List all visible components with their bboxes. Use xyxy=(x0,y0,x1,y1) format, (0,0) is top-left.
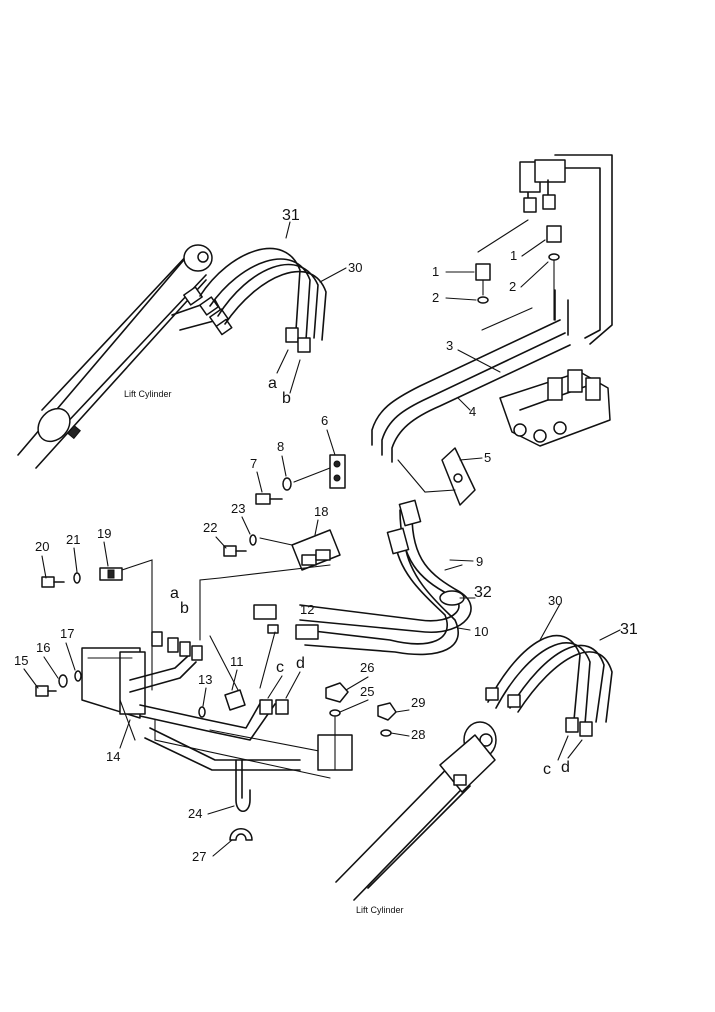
callout-20: 20 xyxy=(35,539,49,554)
pipes-3-4 xyxy=(371,289,571,463)
callout-1-left: 1 xyxy=(432,264,439,279)
callout-11: 11 xyxy=(230,654,244,669)
fittings-1-2 xyxy=(475,219,562,331)
connector-12 xyxy=(267,624,279,634)
callout-18: 18 xyxy=(314,504,328,519)
callout-30-bottom: 30 xyxy=(548,593,562,608)
bolt-7 xyxy=(255,493,283,505)
callout-b-mid: b xyxy=(180,600,189,617)
callout-9: 9 xyxy=(476,554,483,569)
callout-25: 25 xyxy=(360,684,374,699)
callout-26: 26 xyxy=(360,660,374,675)
washer-21 xyxy=(73,572,81,584)
lower-pipe-assembly xyxy=(129,631,351,779)
lift-cylinder-right xyxy=(335,721,497,901)
bolt-15 xyxy=(35,685,57,697)
callout-31-bottom: 31 xyxy=(620,621,638,638)
nut-29 xyxy=(377,702,397,721)
callout-8: 8 xyxy=(277,439,284,454)
callout-29: 29 xyxy=(411,695,425,710)
callout-30-top: 30 xyxy=(348,260,362,275)
callout-c-mid: c xyxy=(276,659,284,676)
callout-24: 24 xyxy=(188,806,202,821)
elbow-11 xyxy=(224,689,246,711)
control-valve xyxy=(499,369,611,447)
lift-cylinder-caption-left: Lift Cylinder xyxy=(124,389,172,399)
callout-5: 5 xyxy=(484,450,491,465)
washer-28 xyxy=(380,729,392,737)
callout-28: 28 xyxy=(411,727,425,742)
washer-17 xyxy=(74,670,82,682)
callout-d-bottom: d xyxy=(561,759,570,776)
callout-32: 32 xyxy=(474,584,492,601)
leader-lines xyxy=(23,239,621,857)
callout-22: 22 xyxy=(203,520,217,535)
callout-14: 14 xyxy=(106,749,120,764)
callout-13: 13 xyxy=(198,672,212,687)
callout-2-left: 2 xyxy=(432,290,439,305)
callout-labels: 31 30 a b 1 1 2 2 3 4 5 6 7 8 23 18 22 1… xyxy=(14,207,638,864)
washer-25 xyxy=(329,709,341,717)
lift-cylinder-left xyxy=(17,244,226,469)
left-cylinder-fittings xyxy=(183,286,233,336)
callout-17: 17 xyxy=(60,626,74,641)
callout-7: 7 xyxy=(250,456,257,471)
callout-31-top: 31 xyxy=(282,207,300,224)
clamp-18 xyxy=(291,529,341,571)
clamp-6 xyxy=(329,454,346,489)
washer-23 xyxy=(249,534,257,546)
callout-1-right: 1 xyxy=(510,248,517,263)
callout-6: 6 xyxy=(321,413,328,428)
clamp-19 xyxy=(99,567,123,581)
bracket-14 xyxy=(81,647,146,741)
right-hoses-30-31 xyxy=(485,634,613,737)
callout-a-mid: a xyxy=(170,585,179,602)
callout-15: 15 xyxy=(14,653,28,668)
washer-8 xyxy=(282,477,292,491)
u-bolt-27 xyxy=(229,828,253,841)
washer-16 xyxy=(58,674,68,688)
callout-a-top: a xyxy=(268,375,277,392)
o-ring-13 xyxy=(198,706,206,718)
callout-23: 23 xyxy=(231,501,245,516)
callout-27: 27 xyxy=(192,849,206,864)
bracket-5 xyxy=(397,447,476,506)
callout-12: 12 xyxy=(300,602,314,617)
hoses-9-10 xyxy=(253,499,472,656)
nut-26 xyxy=(325,682,349,703)
callout-16: 16 xyxy=(36,640,50,655)
callout-19: 19 xyxy=(97,526,111,541)
callout-c-bottom: c xyxy=(543,761,551,778)
upper-right-piping xyxy=(519,154,613,345)
bolt-22 xyxy=(223,545,247,557)
callout-3: 3 xyxy=(446,338,453,353)
callout-4: 4 xyxy=(469,404,476,419)
left-hoses-30-31 xyxy=(199,247,327,353)
pipe-24 xyxy=(235,759,251,813)
bolt-20 xyxy=(41,576,65,588)
callout-10: 10 xyxy=(474,624,488,639)
callout-d-mid: d xyxy=(296,655,305,672)
callout-2-right: 2 xyxy=(509,279,516,294)
callout-21: 21 xyxy=(66,532,80,547)
callout-b-top: b xyxy=(282,390,291,407)
lift-cylinder-caption-right: Lift Cylinder xyxy=(356,905,404,915)
